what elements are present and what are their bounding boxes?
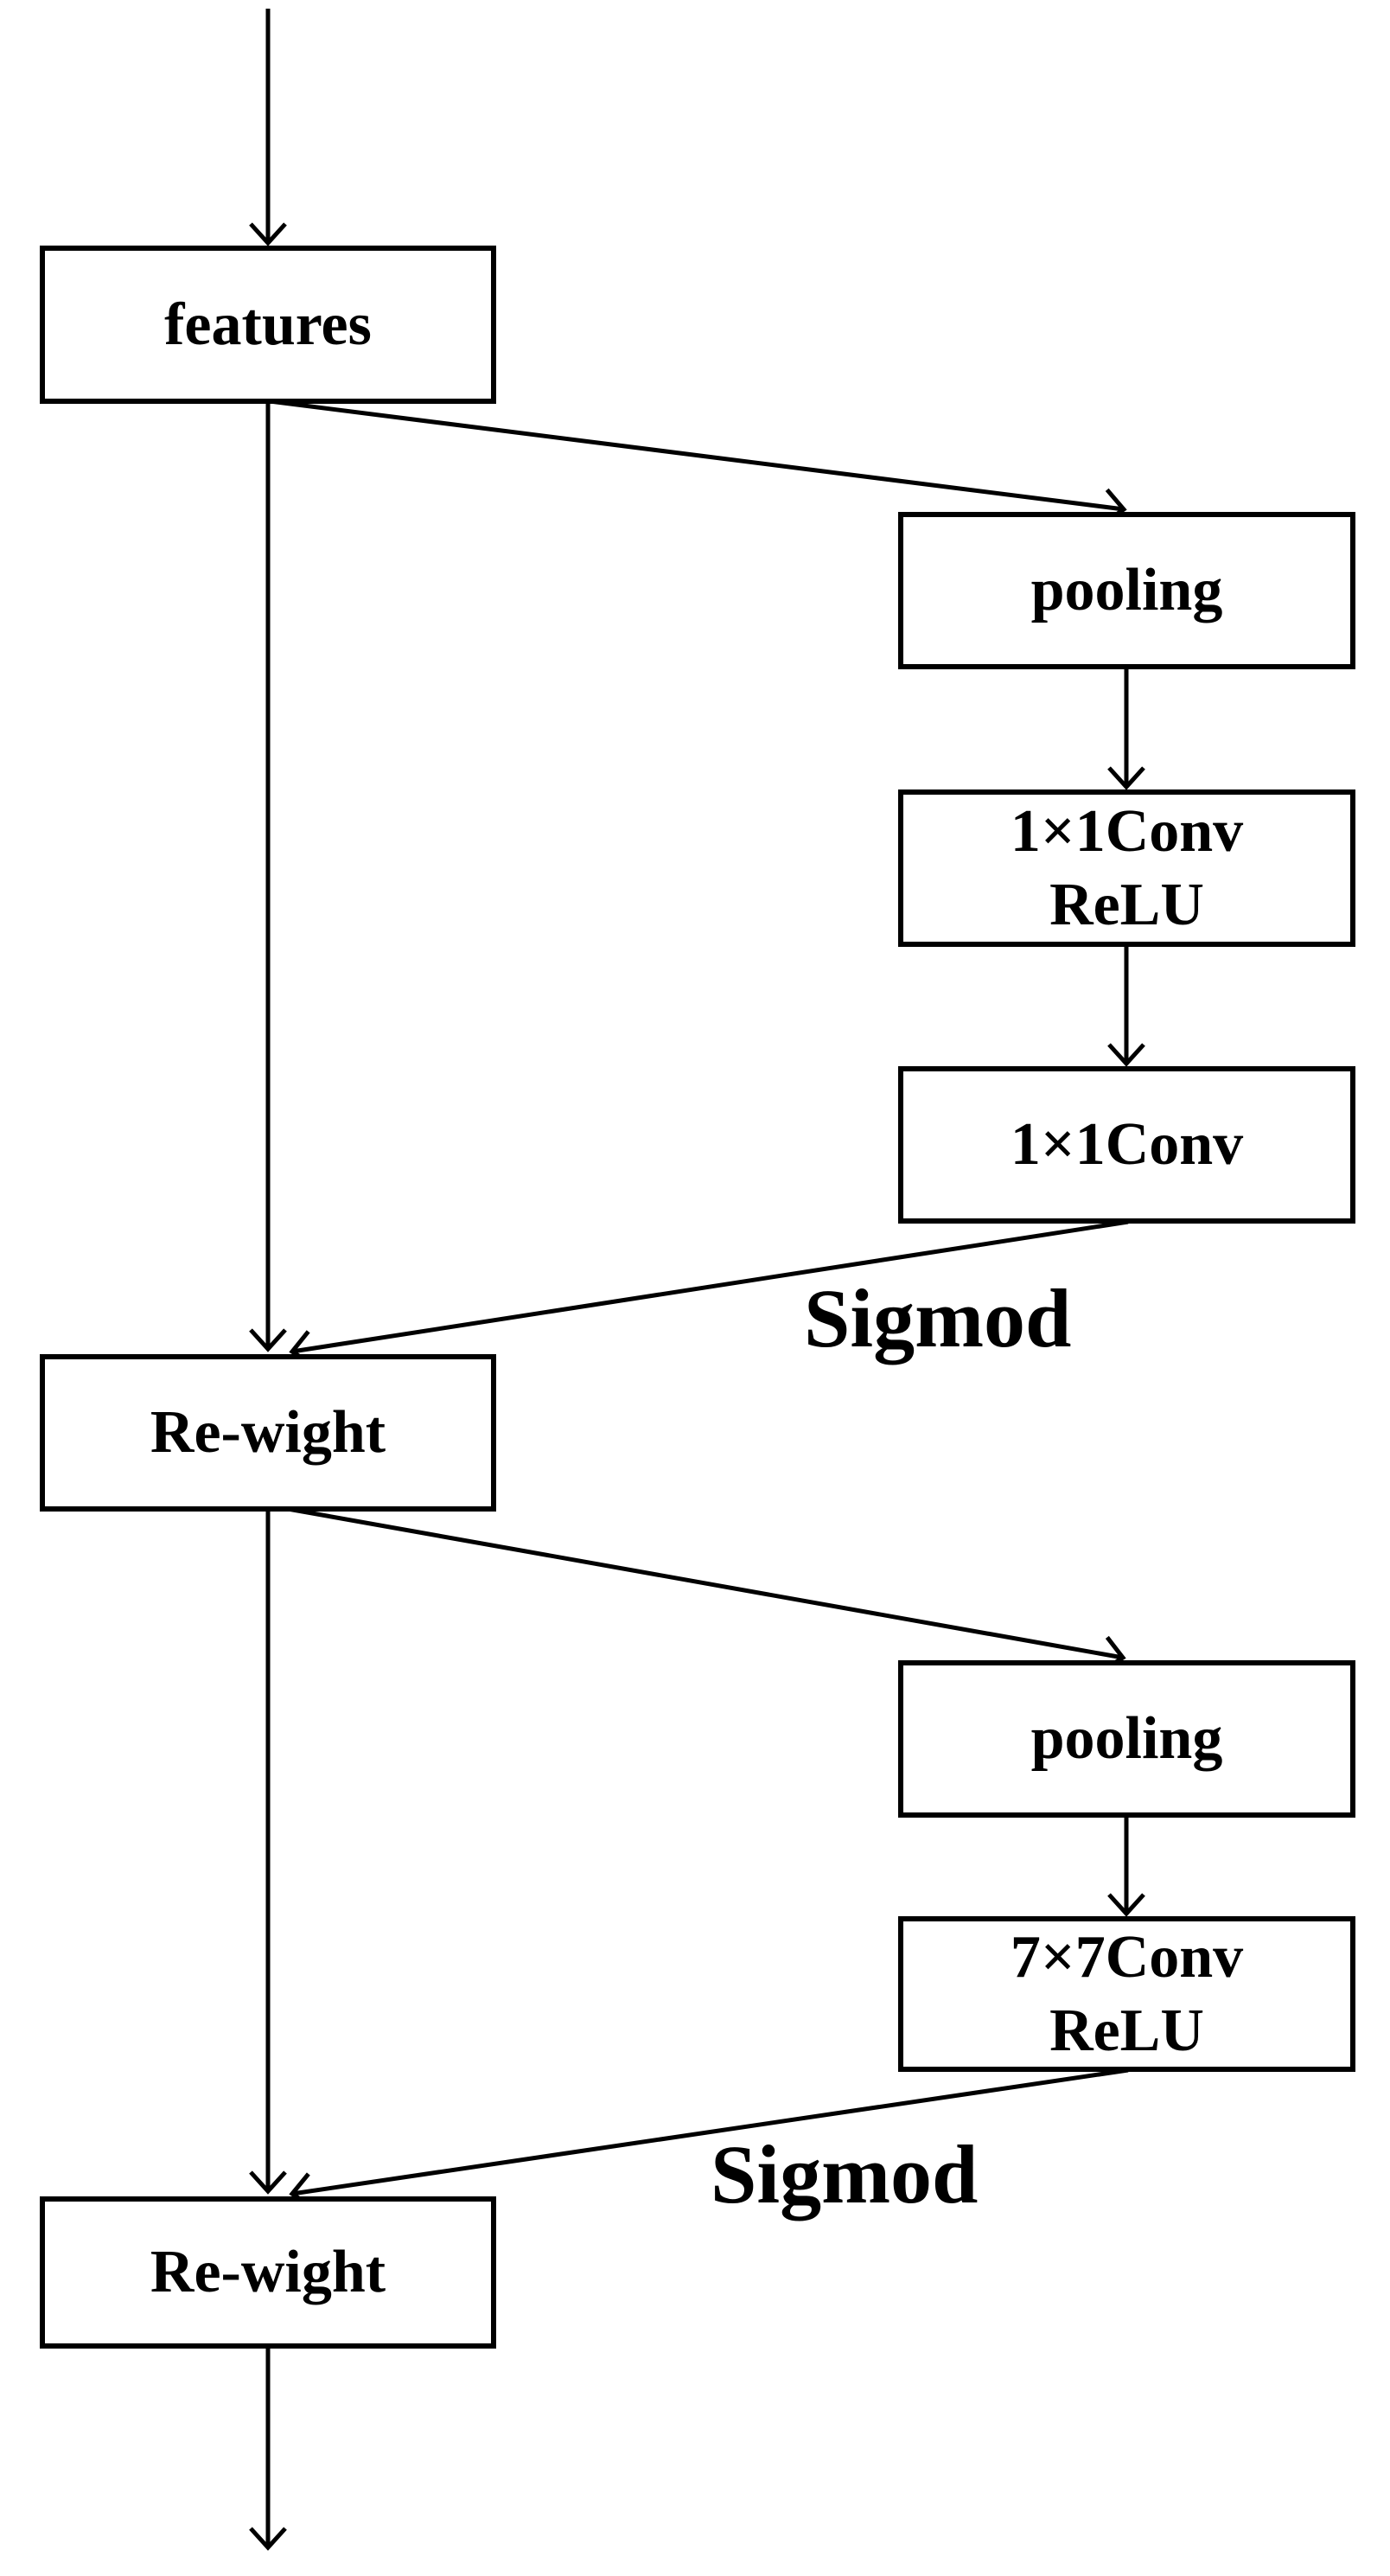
features-box: features — [40, 246, 496, 404]
rewight2-box: Re-wight — [40, 2196, 496, 2349]
arrow-conv1x1-to-rewight1 — [289, 1219, 1129, 1368]
rewight2-label: Re-wight — [150, 2239, 386, 2306]
conv7x7-relu-box: 7×7Conv ReLU — [898, 1916, 1355, 2072]
arrow-rewight1-to-pooling2 — [287, 1506, 1126, 1673]
conv1x1-relu-box: 1×1Conv ReLU — [898, 789, 1355, 947]
rewight1-label: Re-wight — [150, 1399, 386, 1467]
conv1x1-relu-line1: 1×1Conv — [1010, 797, 1244, 865]
arrow-features-to-pooling1 — [269, 399, 1127, 527]
conv1x1-label: 1×1Conv — [1010, 1111, 1244, 1179]
pooling2-label: pooling — [1030, 1705, 1223, 1773]
pooling1-box: pooling — [898, 512, 1355, 669]
pooling2-box: pooling — [898, 1660, 1355, 1818]
arrow-conv7x7relu-to-rewight2 — [289, 2068, 1129, 2210]
features-label: features — [164, 291, 372, 358]
sigmod2-label: Sigmod — [711, 2128, 979, 2221]
rewight1-box: Re-wight — [40, 1354, 496, 1512]
conv1x1-relu-line2: ReLU — [1049, 872, 1204, 938]
pooling1-label: pooling — [1030, 557, 1223, 624]
sigmod1-label: Sigmod — [804, 1272, 1072, 1365]
conv7x7-relu-line1: 7×7Conv — [1010, 1923, 1244, 1991]
conv1x1-box: 1×1Conv — [898, 1066, 1355, 1224]
conv7x7-relu-line2: ReLU — [1049, 1998, 1204, 2064]
